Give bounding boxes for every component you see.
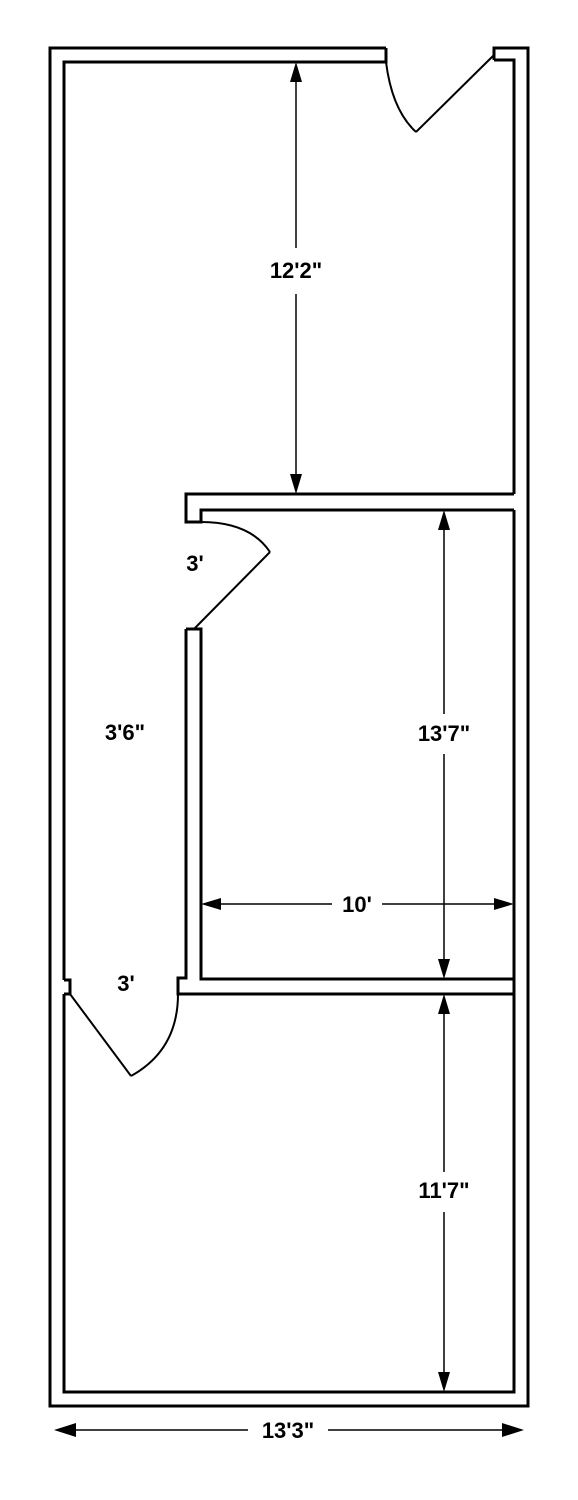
middle-room-height-label: 13'7": [418, 721, 470, 746]
bottom-door-width-label: 3': [117, 971, 134, 996]
dimension-bottom-room: 11'7": [418, 994, 470, 1392]
dimension-middle-room-height: 13'7": [418, 510, 470, 979]
exterior-walls: [48, 46, 530, 1408]
middle-room-width-label: 10': [342, 892, 372, 917]
overall-width-label: 13'3": [262, 1418, 314, 1443]
dimension-overall-width: 13'3": [54, 1418, 524, 1443]
dimension-middle-room-width: 10': [201, 892, 514, 917]
door-top-right: [385, 54, 495, 133]
dimension-top-room: 12'2": [270, 62, 322, 494]
interior-walls: [176, 492, 516, 996]
door-bottom-room: [69, 993, 179, 1077]
door-middle-room: [193, 521, 271, 630]
hall-width-label: 3'6": [105, 720, 145, 745]
middle-door-width-label: 3': [186, 551, 203, 576]
top-room-height-label: 12'2": [270, 258, 322, 283]
bottom-room-height-label: 11'7": [418, 1178, 469, 1203]
